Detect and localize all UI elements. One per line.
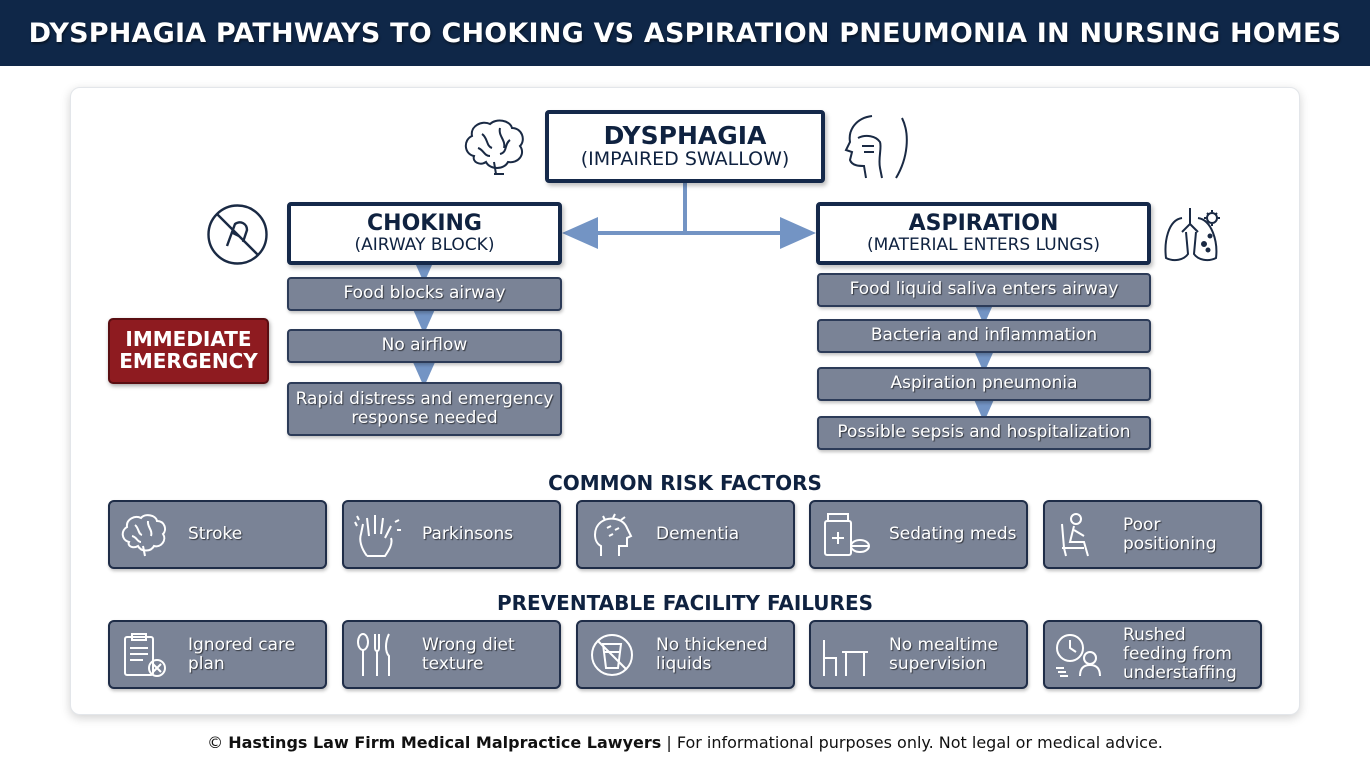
immediate-emergency-badge: IMMEDIATE EMERGENCY [108, 318, 269, 384]
risk-factor-label: Poor positioning [1123, 514, 1217, 554]
failure-card: No mealtime supervision [809, 620, 1028, 689]
aspiration-subtitle: (MATERIAL ENTERS LUNGS) [866, 234, 1101, 255]
throat-profile-icon [844, 115, 908, 179]
brain-icon [464, 119, 524, 175]
aspiration-title: ASPIRATION [908, 210, 1059, 236]
risk-factors-title: COMMON RISK FACTORS [548, 471, 822, 495]
risk-factor-label: Parkinsons [422, 524, 514, 545]
failure-card: Wrong diet texture [342, 620, 561, 689]
risk-factor-card: Sedating meds [809, 500, 1028, 569]
dysphagia-subtitle: (IMPAIRED SWALLOW) [580, 148, 790, 171]
tremor-hand-icon [354, 515, 401, 557]
aspiration-step: Bacteria and inflammation [817, 319, 1151, 353]
facility-failures-title: PREVENTABLE FACILITY FAILURES [496, 591, 874, 615]
page-title: DYSPHAGIA PATHWAYS TO CHOKING VS ASPIRAT… [28, 17, 1342, 49]
pill-bottle-icon [824, 513, 870, 556]
empty-table-chair-icon [823, 640, 868, 676]
aspiration-step: Aspiration pneumonia [817, 367, 1151, 401]
dysphagia-box: DYSPHAGIA (IMPAIRED SWALLOW) [545, 110, 825, 183]
copyright-symbol: © [207, 733, 224, 752]
choking-title: CHOKING [367, 210, 482, 236]
firm-name: Hastings Law Firm Medical Malpractice La… [228, 733, 662, 752]
seated-person-icon [1061, 513, 1089, 557]
utensils-icon [357, 633, 390, 676]
brain-icon [121, 514, 166, 557]
failure-label: Rushed feeding from understaffing [1123, 625, 1237, 683]
title-bar: DYSPHAGIA PATHWAYS TO CHOKING VS ASPIRAT… [0, 0, 1370, 66]
failure-label: No thickened liquids [656, 634, 768, 674]
head-dementia-icon [594, 513, 633, 556]
aspiration-box: ASPIRATION (MATERIAL ENTERS LUNGS) [816, 202, 1151, 265]
clock-caregiver-icon [1056, 634, 1101, 677]
aspiration-step: Possible sepsis and hospitalization [817, 416, 1151, 450]
choking-subtitle: (AIRWAY BLOCK) [354, 234, 495, 255]
failure-card: Rushed feeding from understaffing [1043, 620, 1262, 689]
clipboard-x-icon [124, 633, 166, 677]
risk-factor-label: Sedating meds [889, 524, 1017, 545]
choking-step: No airflow [287, 329, 562, 363]
failure-card: Ignored care plan [108, 620, 327, 689]
choking-box: CHOKING (AIRWAY BLOCK) [287, 202, 562, 265]
risk-factor-label: Stroke [188, 524, 243, 545]
risk-factor-label: Dementia [656, 524, 740, 545]
risk-factor-card: Parkinsons [342, 500, 561, 569]
failure-label: Wrong diet texture [422, 634, 515, 674]
footer-disclaimer: © Hastings Law Firm Medical Malpractice … [0, 733, 1370, 752]
emergency-line-1: IMMEDIATE [125, 327, 252, 352]
failure-card: No thickened liquids [576, 620, 795, 689]
failure-label: Ignored care plan [188, 634, 296, 674]
aspiration-step: Food liquid saliva enters airway [817, 273, 1151, 307]
failure-label: No mealtime supervision [889, 634, 999, 674]
risk-factor-card: Dementia [576, 500, 795, 569]
no-cup-icon [591, 634, 633, 676]
disclaimer-text: | For informational purposes only. Not l… [666, 733, 1163, 752]
no-choking-icon [207, 204, 268, 265]
infected-lungs-icon [1164, 208, 1220, 262]
dysphagia-title: DYSPHAGIA [603, 120, 767, 150]
emergency-line-2: EMERGENCY [119, 349, 258, 373]
risk-factor-card: Stroke [108, 500, 327, 569]
risk-factor-card: Poor positioning [1043, 500, 1262, 569]
choking-step: Rapid distress and emergency response ne… [287, 382, 562, 436]
choking-step: Food blocks airway [287, 277, 562, 311]
